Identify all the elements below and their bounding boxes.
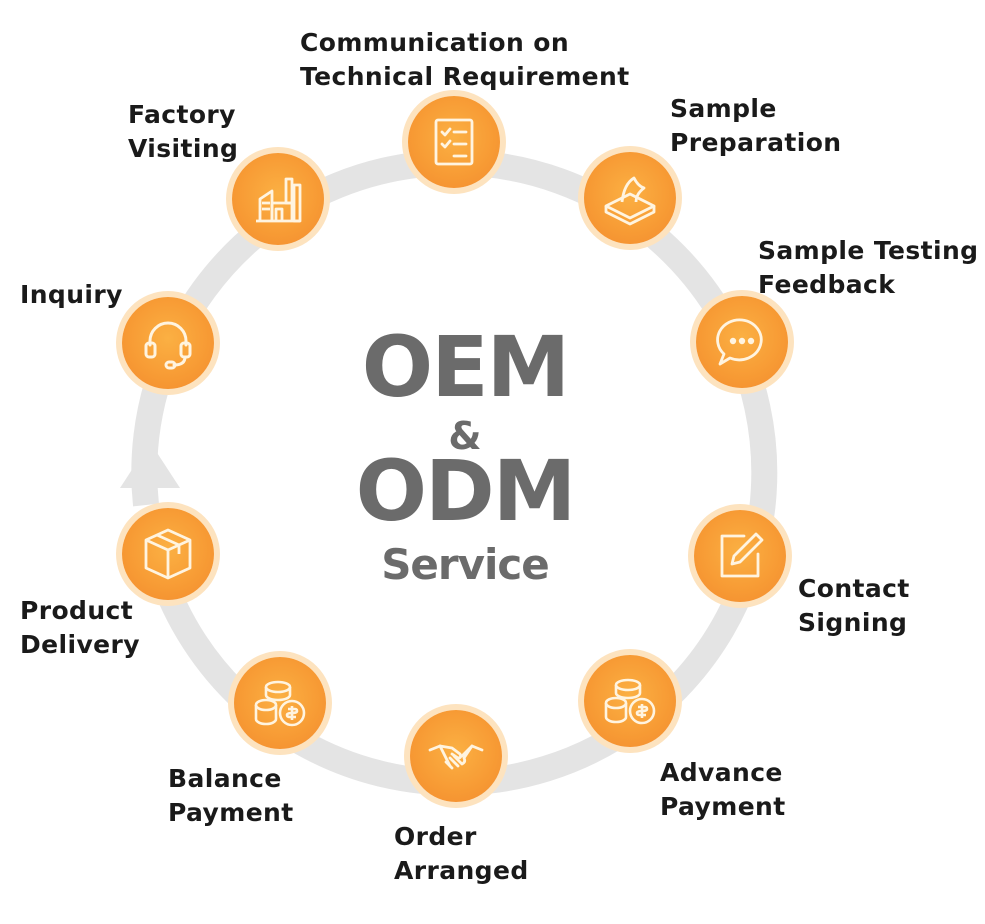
step-sample-testing-label: Sample Testing Feedback — [758, 234, 978, 302]
step-sample-preparation-node — [584, 152, 676, 244]
center-title-oem: OEM — [361, 318, 570, 416]
step-product-delivery-node — [122, 508, 214, 600]
step-label-line: Product — [20, 596, 134, 625]
step-order-arranged-node — [410, 710, 502, 802]
step-label-line: Delivery — [20, 630, 140, 659]
step-label-line: Contact — [798, 574, 910, 603]
step-contact-signing-node — [694, 510, 786, 602]
chat-bubble-icon — [716, 318, 763, 366]
step-sample-preparation-label: Sample Preparation — [670, 92, 841, 160]
step-label-line: Arranged — [394, 856, 529, 885]
factory-icon — [256, 177, 302, 223]
center-title-ampersand: & — [448, 414, 482, 458]
step-label-line: Signing — [798, 608, 908, 637]
step-label-line: Inquiry — [20, 280, 123, 309]
step-label-line: Factory — [128, 100, 236, 129]
step-label-line: Feedback — [758, 270, 896, 299]
coins-icon — [604, 678, 656, 725]
step-communication-node — [408, 96, 500, 188]
step-label-line: Payment — [660, 792, 786, 821]
step-balance-payment-label: Balance Payment — [168, 762, 294, 830]
step-order-arranged-label: Order Arranged — [394, 820, 529, 888]
step-factory-visiting-label: Factory Visiting — [128, 98, 238, 166]
step-label-line: Order — [394, 822, 477, 851]
step-label-line: Visiting — [128, 134, 239, 163]
headset-icon — [144, 321, 192, 370]
step-product-delivery-label: Product Delivery — [20, 594, 140, 662]
tissue-box-icon — [604, 176, 656, 226]
ring-arrow — [120, 442, 180, 488]
checklist-icon — [434, 118, 474, 166]
pen-edit-icon — [720, 532, 764, 578]
step-label-line: Sample — [670, 94, 777, 123]
step-label-line: Advance — [660, 758, 783, 787]
step-label-line: Technical Requirement — [300, 62, 630, 91]
step-balance-payment-node — [234, 657, 326, 749]
handshake-icon — [428, 744, 484, 770]
center-title-odm: ODM — [355, 442, 577, 540]
step-label-line: Sample Testing — [758, 236, 979, 265]
step-label-line: Payment — [168, 798, 294, 827]
step-contact-signing-label: Contact Signing — [798, 572, 910, 640]
step-sample-testing-node — [696, 296, 788, 388]
step-communication-label: Communication on Technical Requirement — [300, 26, 630, 94]
coins-icon — [254, 680, 306, 727]
center-title-service: Service — [381, 540, 550, 589]
step-factory-visiting-node — [232, 153, 324, 245]
step-advance-payment-label: Advance Payment — [660, 756, 786, 824]
step-label-line: Communication on — [300, 28, 570, 57]
step-label-line: Preparation — [670, 128, 842, 157]
package-icon — [144, 528, 192, 580]
step-inquiry-node — [122, 297, 214, 389]
step-label-line: Balance — [168, 764, 282, 793]
step-advance-payment-node — [584, 655, 676, 747]
step-inquiry-label: Inquiry — [20, 278, 123, 312]
